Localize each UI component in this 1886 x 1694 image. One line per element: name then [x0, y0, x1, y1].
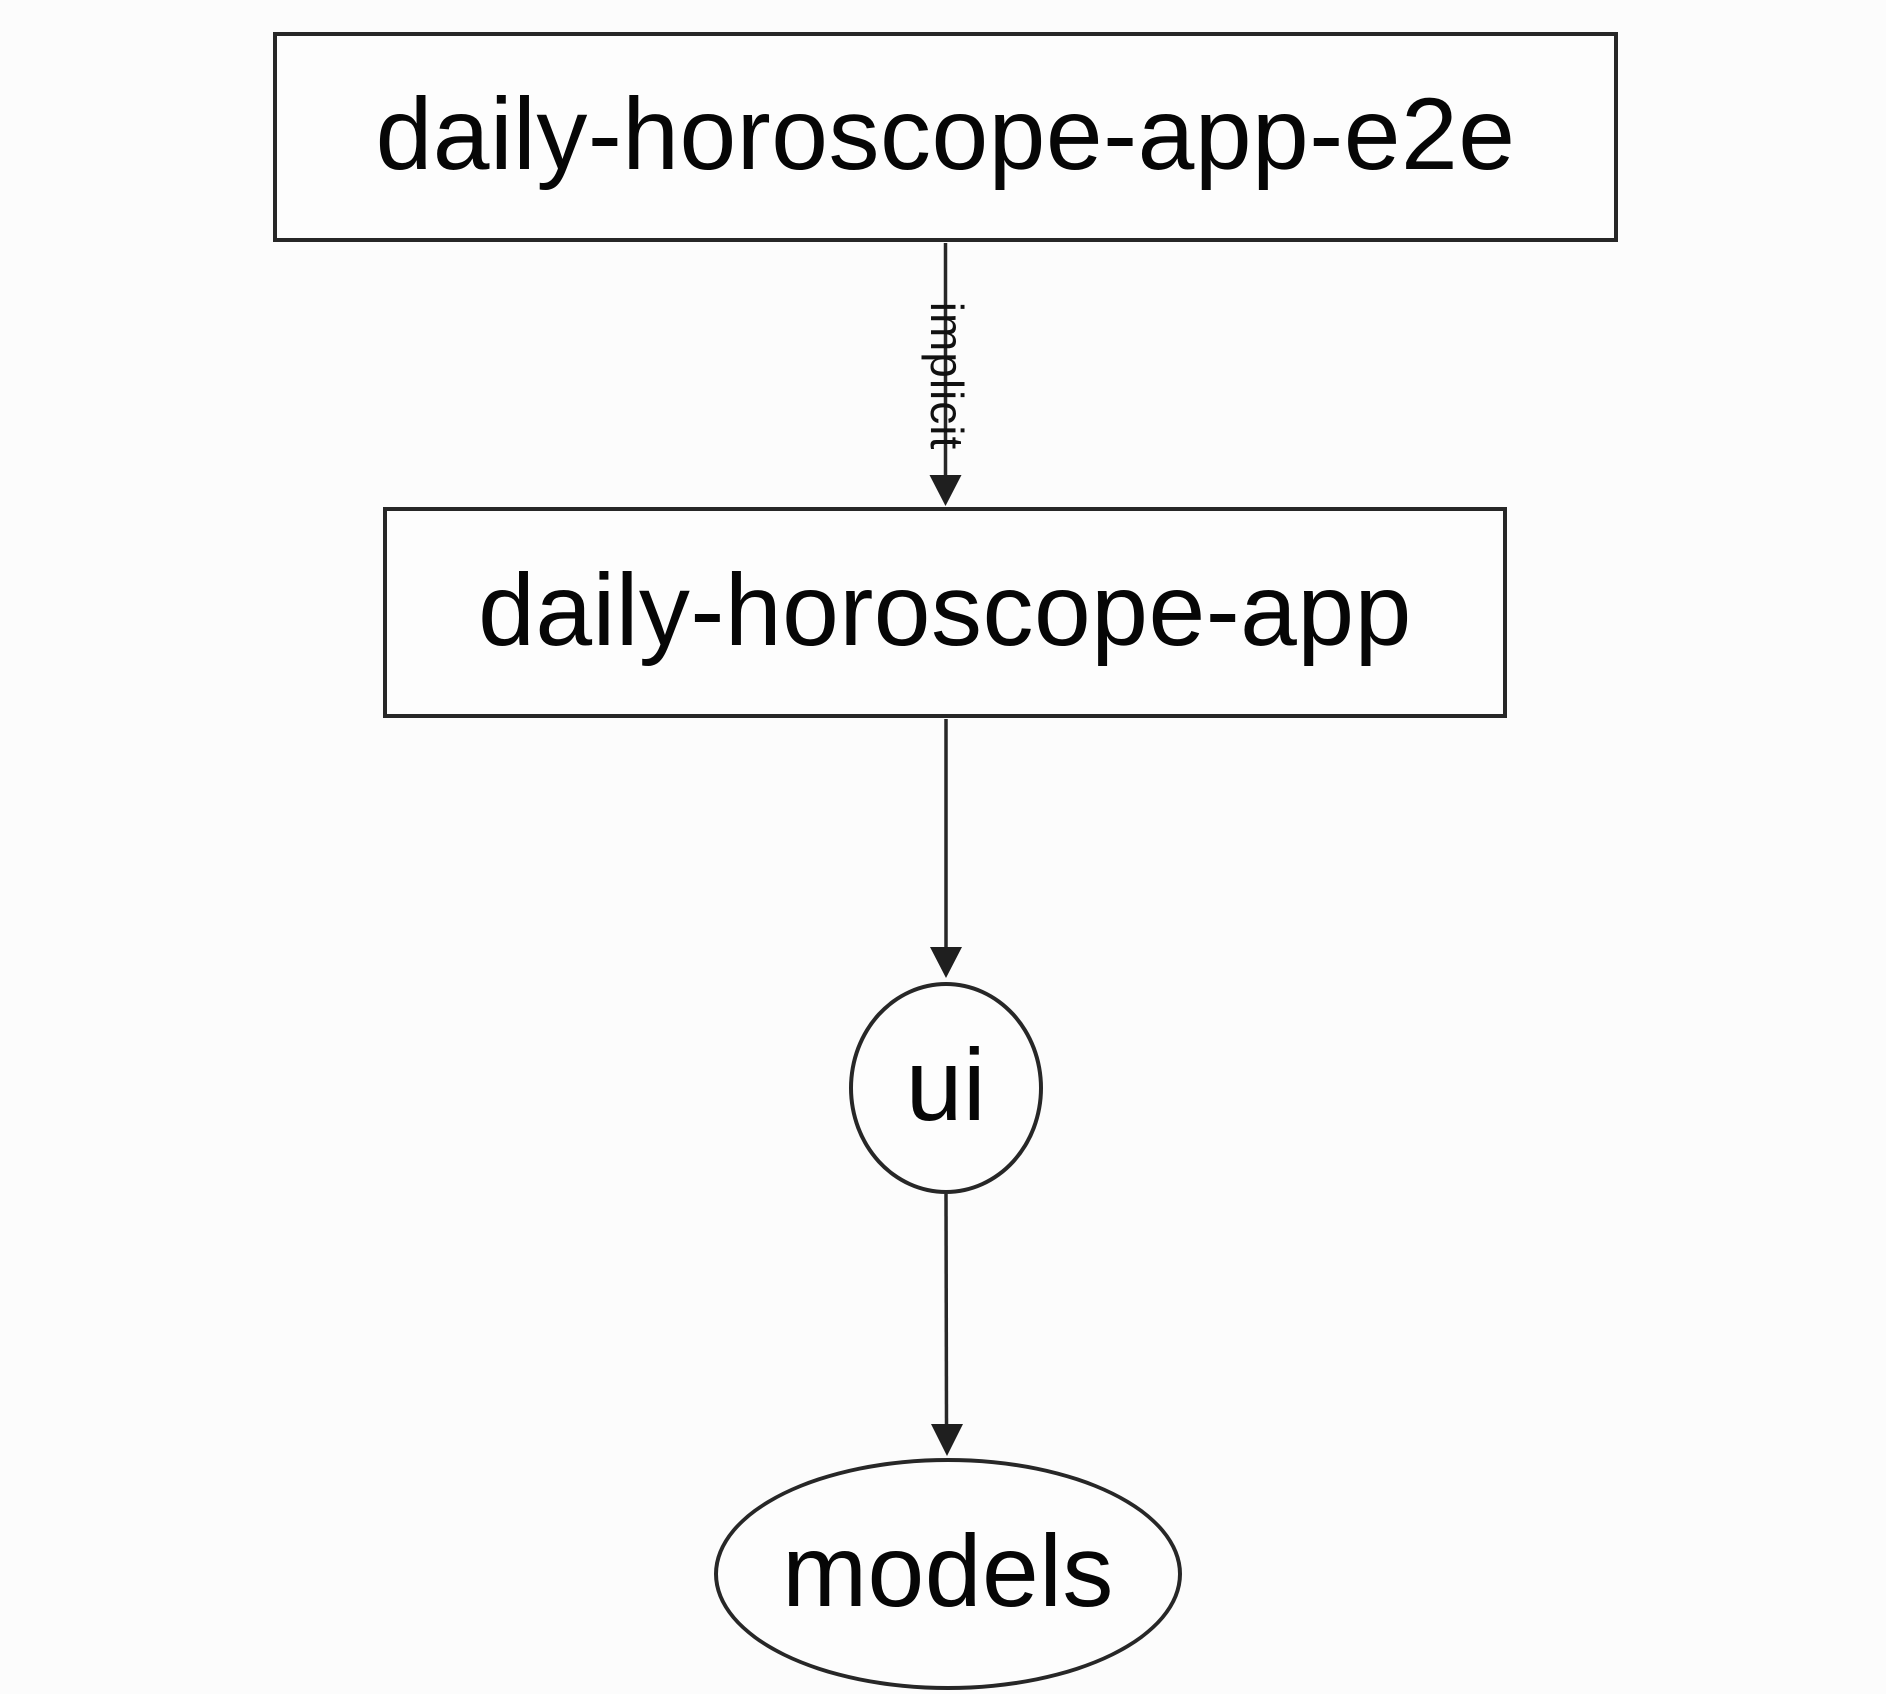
node-daily-horoscope-app[interactable]: daily-horoscope-app: [383, 507, 1507, 718]
edge-app-to-ui: [930, 719, 962, 978]
node-label: daily-horoscope-app-e2e: [375, 77, 1516, 191]
node-label: daily-horoscope-app: [478, 552, 1412, 667]
arrowhead-icon: [929, 475, 962, 506]
node-models[interactable]: models: [714, 1458, 1182, 1690]
arrowhead-icon: [930, 947, 962, 978]
edge-e2e-to-app: [929, 243, 962, 506]
edge-ui-to-models: [931, 1193, 963, 1456]
node-label: ui: [905, 1028, 987, 1142]
node-ui[interactable]: ui: [849, 982, 1043, 1194]
node-label: models: [782, 1514, 1114, 1628]
arrowhead-icon: [931, 1424, 963, 1456]
edge-label-implicit: implicit: [921, 301, 973, 451]
node-daily-horoscope-app-e2e[interactable]: daily-horoscope-app-e2e: [273, 32, 1618, 242]
